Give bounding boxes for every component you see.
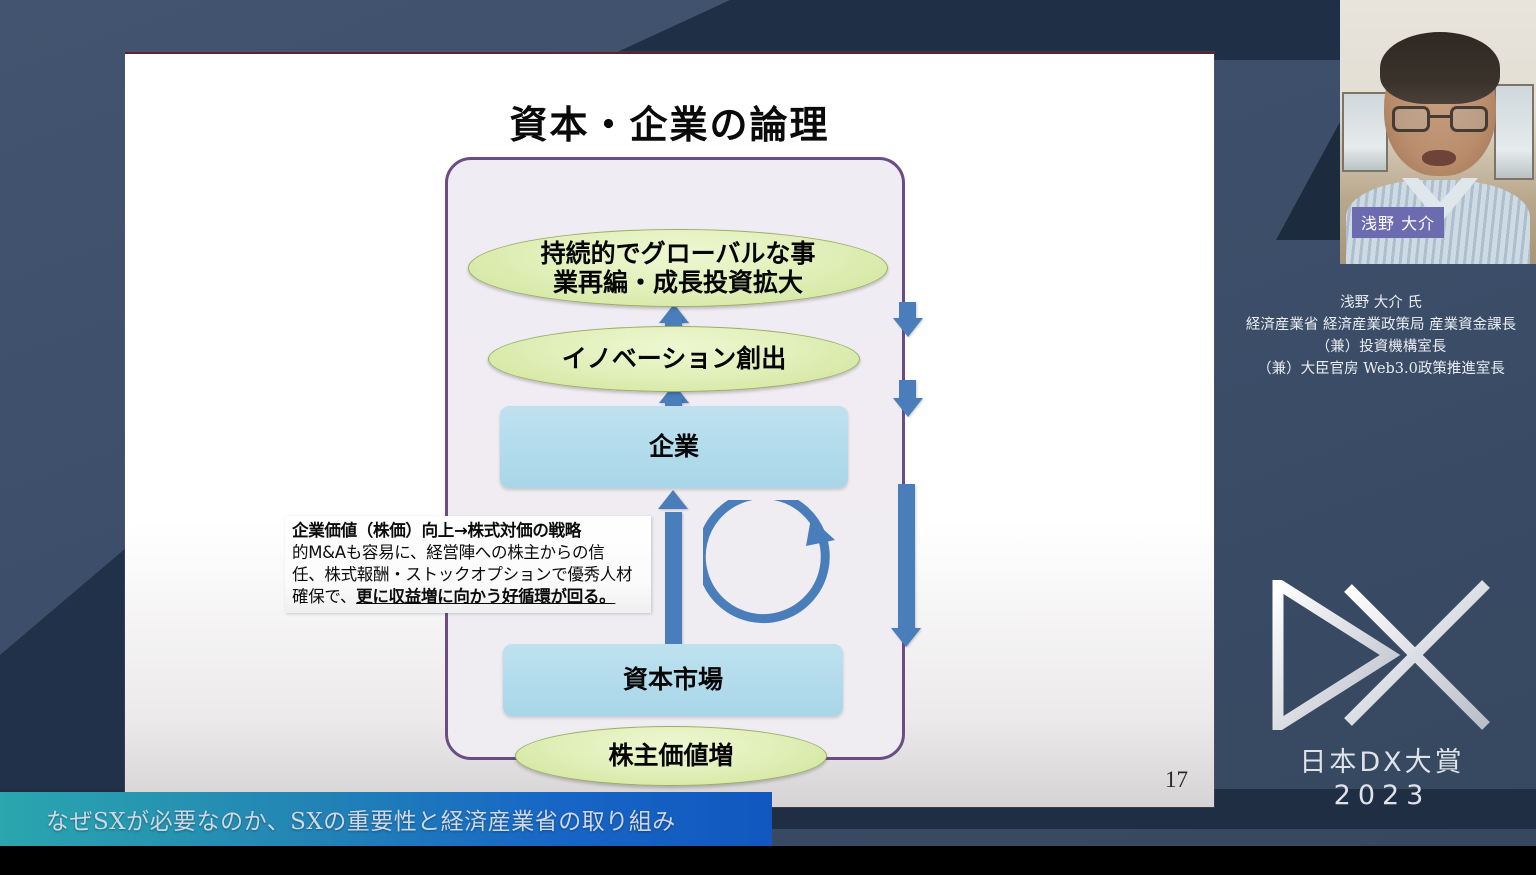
node-sustainable-global-restructuring: 持続的でグローバルな事 業再編・成長投資拡大 (468, 229, 888, 307)
speaker-role-1: （兼）投資機構室長 (1315, 339, 1447, 356)
node-shareholder-value-increase: 株主価値増 (515, 726, 827, 786)
webcam-speaker-hair (1380, 32, 1500, 104)
slide-title: 資本・企業の論理 (509, 103, 830, 147)
session-caption-bar: なぜSXが必要なのか、SXの重要性と経済産業省の取り組み (0, 792, 772, 846)
webcam-window-right (1494, 84, 1534, 180)
dx-logo-year: 2023 (1333, 780, 1431, 811)
session-caption-text: なぜSXが必要なのか、SXの重要性と経済産業省の取り組み (46, 809, 676, 835)
speaker-name: 浅野 大介 氏 (1340, 295, 1422, 311)
speaker-info-block: 浅野 大介 氏 経済産業省 経済産業政策局 産業資金課長 （兼）投資機構室長 （… (1236, 292, 1526, 380)
circular-loop-arrow-icon (703, 500, 835, 624)
callout-line-1: 企業価値（株価）向上→株式対価の戦略 (292, 521, 581, 540)
speaker-affiliation: 経済産業省 経済産業政策局 産業資金課長 (1245, 317, 1517, 334)
arrow-down-company-to-capital-market (891, 484, 923, 650)
node-capital-market: 資本市場 (503, 644, 843, 716)
dx-logo-name: 日本DX大賞 (1299, 747, 1465, 778)
node-global-line1: 持続的でグローバルな事 (540, 238, 816, 268)
webcam-speaker-mouth (1422, 150, 1456, 166)
arrow-down-global-to-innovation (893, 302, 923, 337)
webcam-window-left (1342, 92, 1388, 172)
callout-line-2: 的M&Aも容易に、経営陣への株主からの信 (292, 542, 605, 562)
slide-canvas: 資本・企業の論理 持続的でグローバルな事 業再編・成長投資拡大 イノベーション創… (125, 52, 1214, 807)
node-company: 企業 (500, 406, 848, 488)
callout-textbox: 企業価値（株価）向上→株式対価の戦略 的M&Aも容易に、経営陣への株主からの信 … (285, 516, 651, 613)
callout-line-4-emphasis: 更に収益増に向かう好循環が回る。 (356, 586, 616, 606)
speaker-role-2: （兼）大臣官房 Web3.0政策推進室長 (1257, 361, 1505, 378)
node-global-line2: 業再編・成長投資拡大 (552, 268, 803, 297)
webcam-video-tile[interactable]: 浅野 大介 (1340, 0, 1536, 264)
arrow-up-capital-market-to-company (658, 490, 690, 652)
glasses-icon (1392, 106, 1488, 132)
dx-award-logo: 日本DX大賞 2023 (1262, 580, 1502, 830)
dx-mark-icon (1272, 580, 1490, 730)
node-innovation-creation: イノベーション創出 (488, 326, 860, 392)
callout-line-4-prefix: 確保で、 (292, 586, 357, 606)
callout-line-4: 確保で、更に収益増に向かう好循環が回る。 (292, 586, 645, 608)
callout-line-3: 任、株式報酬・ストックオプションで優秀人材 (292, 564, 633, 584)
page-number: 17 (1165, 767, 1188, 792)
bottom-letterbox (0, 846, 1536, 875)
webcam-name-badge: 浅野 大介 (1352, 207, 1445, 238)
arrow-down-innovation-to-company (893, 380, 923, 417)
